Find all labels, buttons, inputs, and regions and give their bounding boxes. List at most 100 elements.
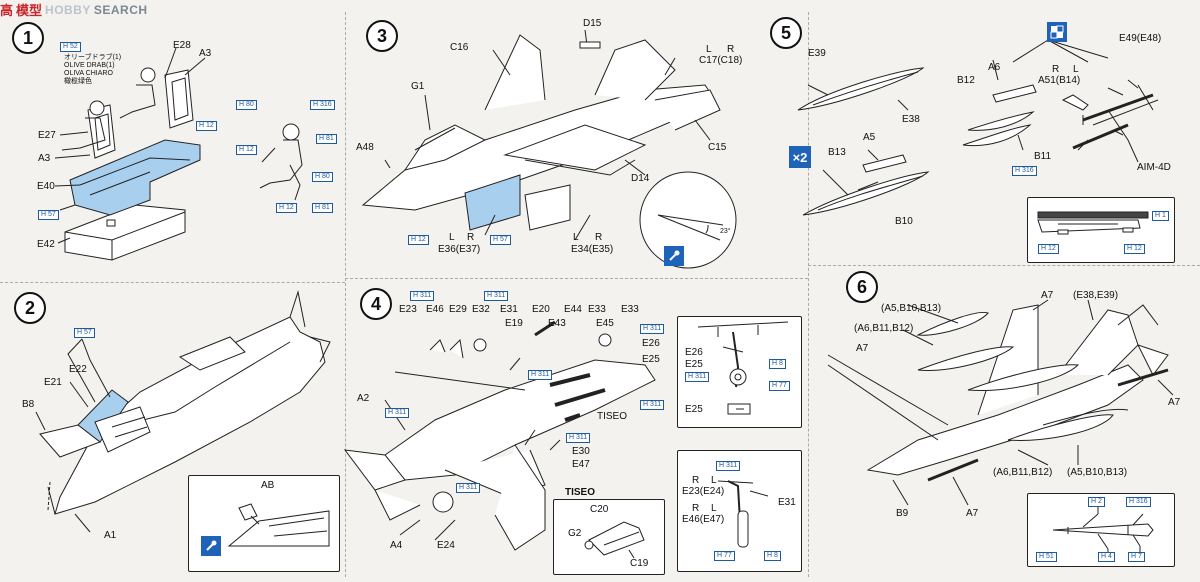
- part-label: B10: [895, 216, 913, 227]
- part-label: E19: [505, 318, 523, 329]
- part-label: A51(B14): [1038, 75, 1081, 86]
- part-label: AIM-4D: [1137, 162, 1171, 173]
- nose-gear-detail-inset: E26 E25 H 8 H 311 H 77 E25: [677, 316, 802, 428]
- step-number-4: 4: [360, 288, 392, 320]
- step5-tanks-pylons-drawing: [797, 39, 1159, 216]
- part-label: E38: [902, 114, 920, 125]
- divider: [345, 278, 808, 279]
- part-label: E30: [572, 446, 590, 457]
- part-label: E31: [778, 497, 796, 508]
- part-label: E46(E47): [682, 514, 725, 525]
- paint-note-line: OLIVA CHIARO: [64, 70, 113, 77]
- part-label: G2: [568, 528, 582, 539]
- step-number-5: 5: [770, 17, 802, 49]
- part-label: AB: [261, 480, 275, 491]
- main-gear-detail-inset: H 311 R L E23(E24) R L E46(E47) E31 H 77…: [677, 450, 802, 572]
- glue-icon: [201, 536, 221, 556]
- paint-callout: H 80: [312, 172, 333, 182]
- part-label: B11: [1034, 151, 1052, 162]
- paint-callout: H 1: [1152, 211, 1169, 221]
- paint-note-line: 橄榄绿色: [64, 78, 92, 85]
- part-label: E23: [399, 304, 417, 315]
- part-label: E29: [449, 304, 467, 315]
- part-label: E32: [472, 304, 490, 315]
- part-label: A7: [1041, 290, 1054, 301]
- part-label: C20: [590, 504, 609, 515]
- part-label: (A5,B10,B13): [1067, 467, 1128, 478]
- part-label: L: [573, 232, 579, 243]
- part-label: B9: [896, 508, 909, 519]
- part-label: E39: [808, 48, 826, 59]
- antenna-angle-detail: [639, 171, 737, 269]
- paint-callout: H 311: [685, 372, 710, 382]
- quantity-badge: ×2: [789, 146, 811, 168]
- step1-cockpit-tub-drawing: [54, 47, 303, 261]
- part-label: G1: [411, 81, 425, 92]
- part-label: L: [711, 503, 717, 514]
- paint-callout-h316: H 316: [1012, 166, 1037, 176]
- part-label: A3: [199, 48, 212, 59]
- paint-callout: H 81: [312, 203, 333, 213]
- part-label: (A6,B11,B12): [993, 467, 1053, 478]
- part-label: (A6,B11,B12): [854, 323, 914, 334]
- part-label: E22: [69, 364, 87, 375]
- step3-wing-fuselage-drawing: [361, 29, 721, 241]
- part-label: A48: [356, 142, 374, 153]
- paint-callout: H 12: [1038, 244, 1059, 254]
- paint-callout-h57: H 57: [74, 328, 95, 338]
- step-number-2: 2: [14, 292, 46, 324]
- part-label: A5: [863, 132, 876, 143]
- watermark-logo: 高 模型 HOBBY SEARCH: [0, 2, 148, 20]
- paint-callout: H 77: [769, 381, 790, 391]
- part-label: E23(E24): [682, 486, 725, 497]
- part-label: A1: [104, 530, 117, 541]
- part-label: E33: [621, 304, 639, 315]
- missile-detail-drawing: [1052, 506, 1154, 552]
- part-label: D14: [631, 173, 650, 184]
- glue-icon: [664, 246, 684, 266]
- part-label: E26: [685, 347, 703, 358]
- part-label: A7: [966, 508, 979, 519]
- part-label: E40: [37, 181, 55, 192]
- part-label: E31: [500, 304, 518, 315]
- step-number-6: 6: [846, 271, 878, 303]
- part-label: A6: [988, 62, 1001, 73]
- part-label: E24: [437, 540, 455, 551]
- angle-label: 23°: [720, 228, 731, 235]
- part-label: E25: [685, 359, 703, 370]
- part-label: (A5,B10,B13): [881, 303, 942, 314]
- tiseo-detail-inset: C20 G2 C19: [553, 499, 665, 575]
- paint-callout: H 81: [316, 134, 337, 144]
- part-label: E28: [173, 40, 191, 51]
- part-label: L: [711, 475, 717, 486]
- paint-callout: H 12: [236, 145, 257, 155]
- part-label: R: [692, 503, 700, 514]
- paint-callout-h311: H 311: [484, 291, 509, 301]
- paint-callout-h311: H 311: [566, 433, 591, 443]
- step-number-3: 3: [366, 20, 398, 52]
- part-label: TISEO: [597, 411, 628, 422]
- part-label: E36(E37): [438, 244, 481, 255]
- paint-callout: H 2: [1088, 497, 1105, 507]
- part-label: C16: [450, 42, 469, 53]
- paint-callout-h311: H 311: [385, 408, 410, 418]
- step2-detail-inset: AB: [188, 475, 340, 572]
- part-label: L: [706, 44, 712, 55]
- part-label: R: [467, 232, 475, 243]
- inset-title: TISEO: [565, 487, 596, 498]
- part-label: A3: [38, 153, 51, 164]
- part-label: E20: [532, 304, 550, 315]
- part-label: E26: [642, 338, 660, 349]
- paint-callout: H 7: [1128, 552, 1145, 562]
- part-label: L: [449, 232, 455, 243]
- part-label: E27: [38, 130, 56, 141]
- part-label: R: [595, 232, 603, 243]
- part-label: B13: [828, 147, 846, 158]
- paint-callout-h311: H 311: [640, 400, 665, 410]
- step4-underside-drawing: [343, 320, 656, 551]
- pylon-detail-drawing: [1037, 211, 1149, 235]
- paint-callout-h311: H 311: [528, 370, 553, 380]
- paint-callout: H 316: [310, 100, 335, 110]
- part-label: E34(E35): [571, 244, 614, 255]
- part-label: E43: [548, 318, 566, 329]
